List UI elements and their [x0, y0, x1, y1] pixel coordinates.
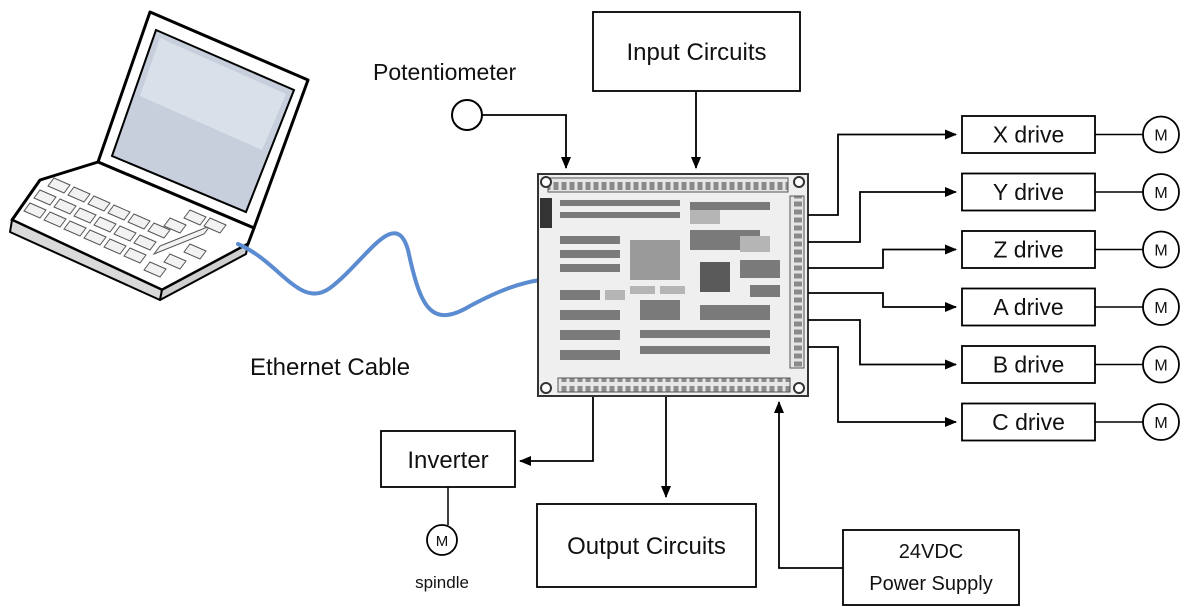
spindle-motor-label: M	[436, 533, 449, 550]
power-supply-box	[842, 529, 1020, 606]
x-drive-motor-icon	[1142, 115, 1180, 154]
power-supply-label-line1: 24VDC	[899, 541, 963, 563]
z-drive-motor-label: M	[1154, 243, 1167, 260]
potentiometer-wire	[482, 114, 571, 169]
y-drive-label: Y drive	[993, 179, 1064, 205]
c-drive-motor-label: M	[1154, 415, 1167, 432]
output-circuits-label: Output Circuits	[567, 533, 726, 560]
x-drive-wire	[808, 129, 957, 216]
a-drive-motor-label: M	[1154, 300, 1167, 317]
a-drive-wire	[808, 292, 957, 312]
y-drive-box	[961, 172, 1096, 212]
b-drive-motor-icon	[1142, 345, 1180, 384]
inverter-box	[380, 430, 516, 488]
ethernet-cable	[236, 231, 542, 318]
spindle-label: spindle	[415, 573, 469, 592]
z-drive-motor-icon	[1142, 230, 1180, 269]
x-drive-motor-label: M	[1154, 128, 1167, 145]
y-drive-motor-icon	[1142, 173, 1180, 211]
z-drive-wire	[808, 244, 957, 269]
potentiometer-label: Potentiometer	[373, 59, 517, 85]
laptop-icon	[9, 10, 310, 301]
c-drive-wire	[808, 346, 957, 427]
output-circuits-box	[536, 503, 757, 588]
c-drive-label: C drive	[992, 409, 1065, 435]
ethernet-cable-label: Ethernet Cable	[250, 354, 410, 381]
power-supply-wire	[774, 401, 843, 569]
b-drive-box	[961, 345, 1096, 384]
a-drive-box	[961, 287, 1096, 327]
x-drive-box	[961, 115, 1096, 154]
inverter-wire	[519, 397, 594, 466]
b-drive-motor-label: M	[1154, 358, 1167, 375]
b-drive-wire	[808, 319, 957, 370]
potentiometer-icon	[451, 99, 483, 131]
input-circuits-label: Input Circuits	[626, 39, 766, 66]
spindle-motor-icon	[426, 524, 458, 556]
a-drive-motor-icon	[1142, 288, 1180, 326]
y-drive-wire	[808, 187, 957, 243]
x-drive-label: X drive	[993, 122, 1065, 148]
b-drive-label: B drive	[993, 352, 1065, 378]
power-supply-label-line2: Power Supply	[869, 573, 992, 595]
c-drive-motor-icon	[1142, 403, 1180, 441]
controller-board	[537, 173, 809, 397]
a-drive-label: A drive	[993, 294, 1063, 320]
z-drive-label: Z drive	[993, 237, 1063, 263]
inverter-label: Inverter	[407, 447, 488, 474]
y-drive-motor-label: M	[1154, 185, 1167, 202]
